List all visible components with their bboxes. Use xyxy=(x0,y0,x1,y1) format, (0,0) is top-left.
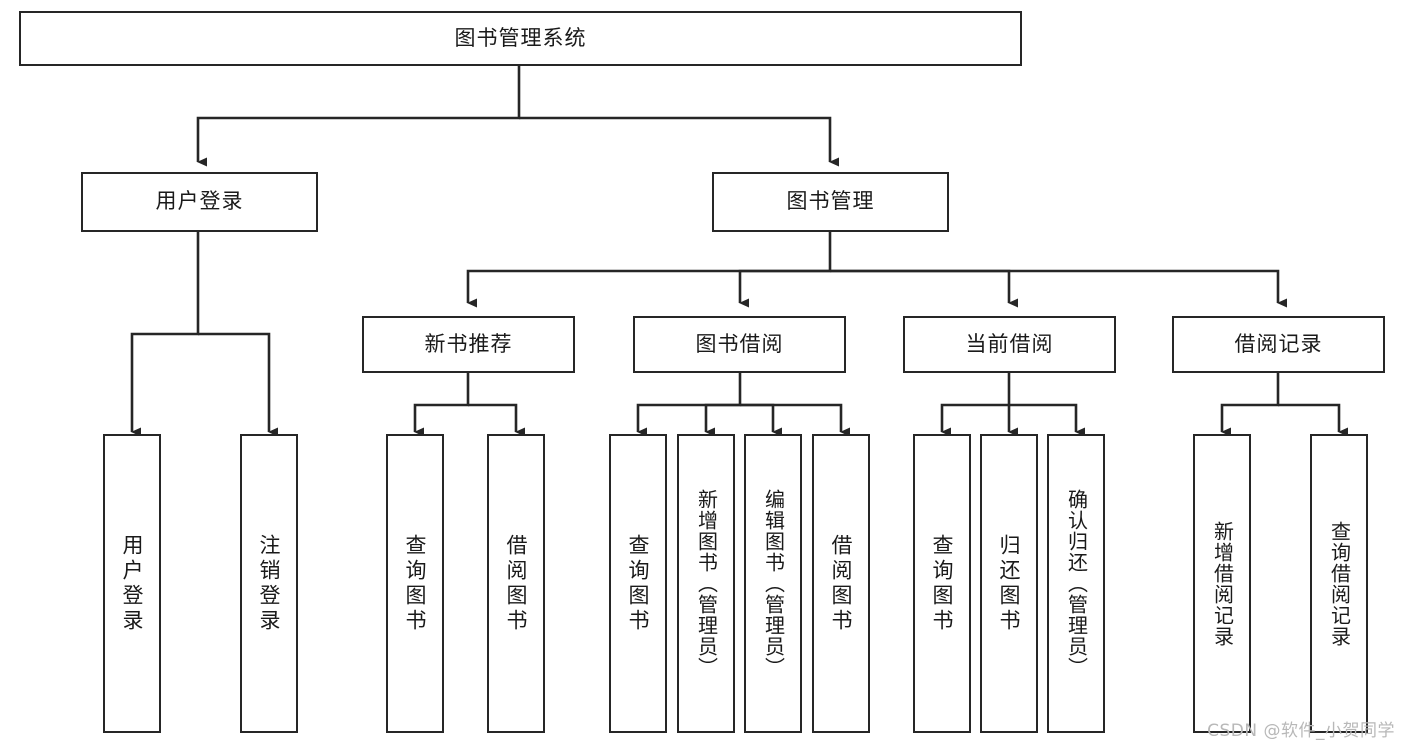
connector-group-new-book-recommend xyxy=(413,373,525,437)
node-borrow-record[interactable]: 借阅记录 xyxy=(1172,316,1385,373)
leaf-query-book-3[interactable]: 查询图书 xyxy=(913,434,971,733)
leaf-logout-login-label: 注销登录 xyxy=(257,533,282,634)
leaf-logout-login[interactable]: 注销登录 xyxy=(240,434,298,733)
connector-group-user-login xyxy=(130,232,278,437)
node-user-login[interactable]: 用户登录 xyxy=(81,172,318,232)
node-new-book-recommend[interactable]: 新书推荐 xyxy=(362,316,575,373)
node-new-book-recommend-label: 新书推荐 xyxy=(424,331,513,356)
leaf-query-book-3-label: 查询图书 xyxy=(930,533,955,634)
leaf-add-record-label: 新增借阅记录 xyxy=(1210,520,1235,647)
leaf-return-book-label: 归还图书 xyxy=(997,533,1022,634)
leaf-add-book[interactable]: 新增图书（管理员） xyxy=(677,434,735,733)
leaf-edit-book[interactable]: 编辑图书（管理员） xyxy=(744,434,802,733)
node-current-borrow[interactable]: 当前借阅 xyxy=(903,316,1116,373)
node-root[interactable]: 图书管理系统 xyxy=(19,11,1022,66)
node-current-borrow-label: 当前借阅 xyxy=(965,331,1054,356)
leaf-confirm-return-label: 确认归还（管理员） xyxy=(1064,489,1089,678)
leaf-borrow-book-2[interactable]: 借阅图书 xyxy=(812,434,870,733)
connector-group-book-manage xyxy=(466,232,1287,308)
node-book-manage[interactable]: 图书管理 xyxy=(712,172,949,232)
connector-group-borrow-record xyxy=(1220,373,1348,437)
leaf-query-record[interactable]: 查询借阅记录 xyxy=(1310,434,1368,733)
leaf-query-book-1-label: 查询图书 xyxy=(403,533,428,634)
leaf-user-login-label: 用户登录 xyxy=(120,533,145,634)
node-user-login-label: 用户登录 xyxy=(155,189,244,214)
leaf-borrow-book-2-label: 借阅图书 xyxy=(829,533,854,634)
node-book-manage-label: 图书管理 xyxy=(786,189,875,214)
node-book-borrow[interactable]: 图书借阅 xyxy=(633,316,846,373)
leaf-confirm-return[interactable]: 确认归还（管理员） xyxy=(1047,434,1105,733)
connector-group-current-borrow xyxy=(940,373,1085,437)
leaf-borrow-book-1-label: 借阅图书 xyxy=(504,533,529,634)
node-book-borrow-label: 图书借阅 xyxy=(695,331,784,356)
leaf-query-book-2-label: 查询图书 xyxy=(626,533,651,634)
leaf-add-record[interactable]: 新增借阅记录 xyxy=(1193,434,1251,733)
leaf-add-book-label: 新增图书（管理员） xyxy=(694,489,719,678)
leaf-query-book-2[interactable]: 查询图书 xyxy=(609,434,667,733)
node-root-label: 图书管理系统 xyxy=(454,25,587,50)
node-borrow-record-label: 借阅记录 xyxy=(1234,331,1323,356)
leaf-borrow-book-1[interactable]: 借阅图书 xyxy=(487,434,545,733)
connector-group-book-borrow xyxy=(636,373,850,437)
leaf-query-book-1[interactable]: 查询图书 xyxy=(386,434,444,733)
leaf-edit-book-label: 编辑图书（管理员） xyxy=(761,489,786,678)
leaf-query-record-label: 查询借阅记录 xyxy=(1327,520,1352,647)
connector-group-root xyxy=(196,66,839,167)
leaf-user-login[interactable]: 用户登录 xyxy=(103,434,161,733)
leaf-return-book[interactable]: 归还图书 xyxy=(980,434,1038,733)
